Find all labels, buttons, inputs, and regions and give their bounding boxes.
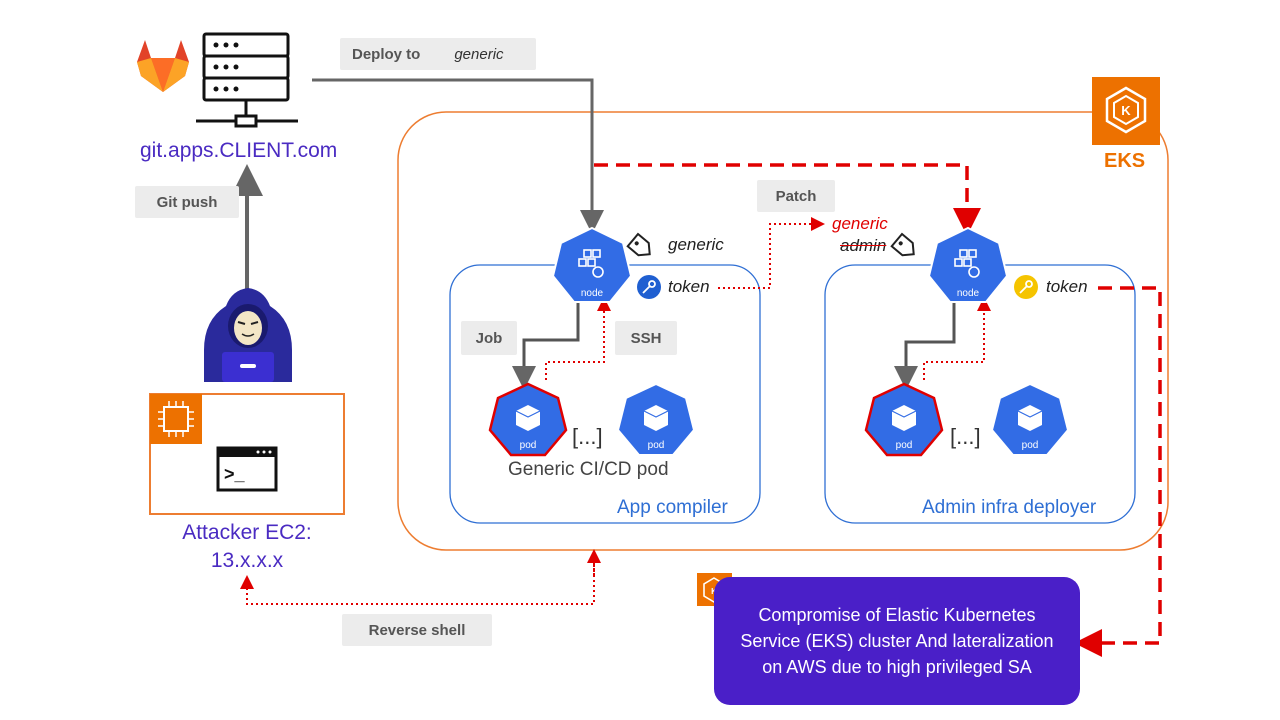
ellipsis-right: [...] xyxy=(950,424,981,449)
node-left-tag: generic xyxy=(668,235,724,254)
patch-label: Patch xyxy=(757,180,835,212)
app-compiler-group-border xyxy=(449,264,761,524)
red-dashed-to-result xyxy=(1074,286,1162,657)
node-right-text: node xyxy=(957,288,980,299)
deploy-arrow xyxy=(312,78,604,234)
node-right-tag-new: generic xyxy=(832,214,888,233)
red-dotted-token-patch xyxy=(718,217,825,289)
eks-icon-letter: K xyxy=(1121,103,1131,118)
pod-text-2: pod xyxy=(648,440,665,451)
attacker-line1: Attacker EC2: xyxy=(182,521,312,544)
admin-deployer-group-border xyxy=(824,264,1136,524)
tag-icon-left xyxy=(626,232,651,257)
ec2-chip-icon xyxy=(150,394,202,444)
server-icon xyxy=(196,32,298,128)
tag-icon-right xyxy=(890,232,915,257)
eks-icon xyxy=(1092,77,1160,145)
ssh-dotted-arrow xyxy=(545,297,611,380)
git-push-label: Git push xyxy=(135,186,239,218)
pod-right-2 xyxy=(990,382,1070,456)
node-left-icon xyxy=(551,226,633,303)
terminal-icon xyxy=(216,446,278,492)
ellipsis-left: [...] xyxy=(572,424,603,449)
group-right-name: Admin infra deployer xyxy=(922,497,1097,518)
node-right-token: token xyxy=(1046,277,1088,296)
key-icon-yellow xyxy=(1014,275,1038,299)
reverse-shell-dotted xyxy=(240,560,595,605)
deploy-to-text: Deploy to xyxy=(352,45,421,63)
pod-compromised-right xyxy=(864,382,944,457)
gitlab-logo-icon xyxy=(137,40,189,92)
pod-compromised-left xyxy=(488,382,568,457)
pod-text-1: pod xyxy=(520,440,537,451)
hacker-icon xyxy=(204,288,292,382)
eks-cluster-border xyxy=(397,111,1169,551)
git-host-label: git.apps.CLIENT.com xyxy=(140,139,338,162)
pod-text-3: pod xyxy=(896,440,913,451)
job-label: Job xyxy=(461,321,517,355)
terminal-prompt: >_ xyxy=(224,464,246,484)
ssh-label: SSH xyxy=(615,321,677,355)
deploy-label: Deploy to generic xyxy=(340,38,536,70)
admin-dotted-arrow xyxy=(923,297,991,380)
group-left-name: App compiler xyxy=(617,497,728,518)
reverse-shell-label: Reverse shell xyxy=(342,614,492,646)
eks-label: EKS xyxy=(1104,150,1146,172)
result-text: Compromise of Elastic Kubernetes Service… xyxy=(740,605,1054,677)
node-left-text: node xyxy=(581,288,604,299)
attacker-line2: 13.x.x.x xyxy=(210,549,284,572)
result-box: Compromise of Elastic Kubernetes Service… xyxy=(714,577,1080,705)
node-left-token: token xyxy=(668,277,710,296)
pod-left-2 xyxy=(616,382,696,456)
deploy-tag-text: generic xyxy=(454,45,504,63)
admin-job-arrow xyxy=(894,300,956,390)
node-right-icon xyxy=(927,226,1009,303)
key-icon-blue xyxy=(637,275,661,299)
pod-text-4: pod xyxy=(1022,440,1039,451)
job-arrow xyxy=(512,300,580,390)
node-right-tag-old: admin xyxy=(840,236,887,255)
pod-caption-left: Generic CI/CD pod xyxy=(508,459,669,480)
